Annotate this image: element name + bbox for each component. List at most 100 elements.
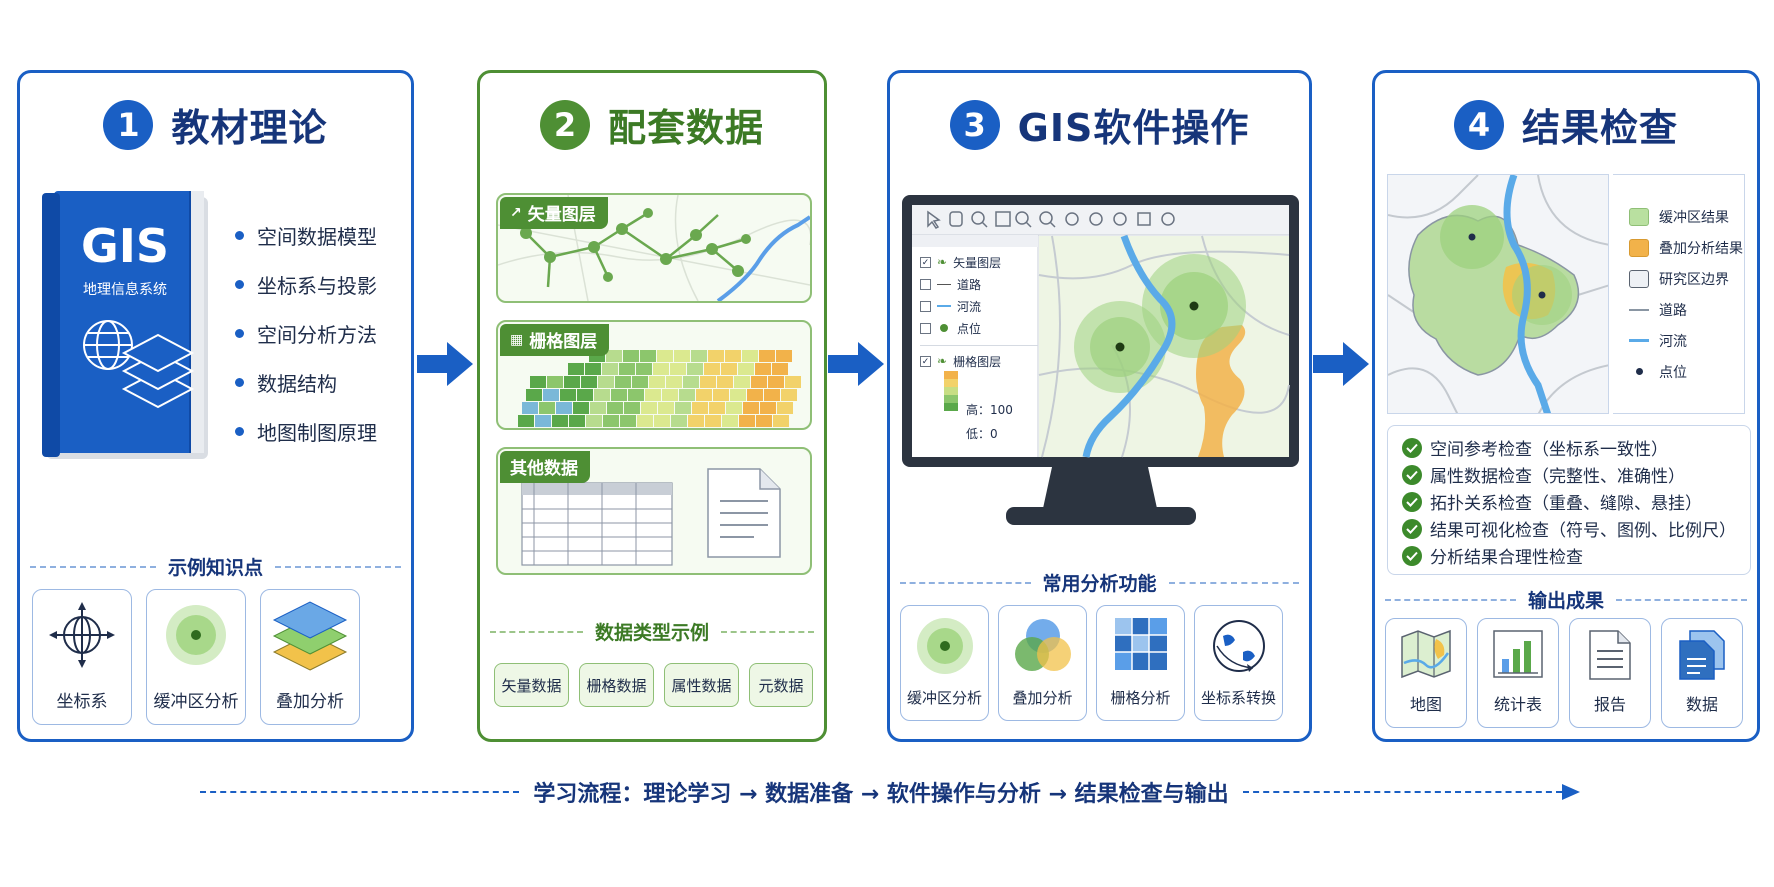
- raster-cell: [543, 389, 559, 401]
- raster-cell: [594, 389, 610, 401]
- raster-cell: [696, 389, 712, 401]
- checkbox[interactable]: [920, 278, 931, 290]
- panel-title-text: 教材理论: [171, 106, 328, 150]
- card-coordinate-transform[interactable]: 坐标系转换: [1194, 605, 1283, 721]
- layer-item-points[interactable]: 点位: [920, 317, 1038, 339]
- point-icon: [940, 324, 948, 332]
- raster-cell: [734, 376, 750, 388]
- grid-icon: [1114, 618, 1167, 670]
- raster-cell: [552, 415, 568, 427]
- vector-icon: ❧: [937, 255, 948, 269]
- chip-raster-data[interactable]: 栅格数据: [579, 663, 654, 707]
- list-item: 空间数据模型: [235, 211, 377, 260]
- raster-cell: [725, 350, 741, 362]
- layer-item-roads[interactable]: 道路: [920, 273, 1038, 295]
- raster-cell: [768, 376, 784, 388]
- raster-cell: [671, 415, 687, 427]
- map-legend: 缓冲区结果 叠加分析结果 研究区边界 道路 河流 点位: [1613, 174, 1745, 414]
- map-icon: [1401, 629, 1451, 679]
- raster-cell: [708, 350, 724, 362]
- section-header: 输出成果: [1385, 586, 1748, 613]
- raster-cell: [649, 376, 665, 388]
- other-data-box: 其他数据: [496, 447, 812, 575]
- raster-cell: [539, 402, 555, 414]
- card-buffer-analysis[interactable]: 缓冲区分析: [146, 589, 246, 725]
- chip-metadata[interactable]: 元数据: [749, 663, 813, 707]
- card-statistics-table[interactable]: 统计表: [1477, 618, 1559, 728]
- chip-vector-data[interactable]: 矢量数据: [494, 663, 569, 707]
- raster-cell: [603, 415, 619, 427]
- arrow-right-icon: [828, 342, 884, 386]
- checkbox[interactable]: [920, 322, 931, 334]
- card-buffer-analysis[interactable]: 缓冲区分析: [900, 605, 989, 721]
- raster-cell: [726, 402, 742, 414]
- raster-cell: [636, 363, 652, 375]
- list-item: 数据结构: [235, 358, 377, 407]
- section-header: 常用分析功能: [900, 569, 1300, 596]
- raster-cell: [704, 363, 720, 375]
- checkbox[interactable]: [920, 300, 931, 312]
- compass-axis-icon: [49, 602, 115, 668]
- raster-cell: [666, 376, 682, 388]
- legend-buffer-result: 缓冲区结果: [1629, 201, 1744, 232]
- raster-cell: [662, 389, 678, 401]
- card-raster-analysis[interactable]: 栅格分析: [1096, 605, 1185, 721]
- raster-cell: [679, 389, 695, 401]
- raster-cell: [568, 363, 584, 375]
- card-data[interactable]: 数据: [1661, 618, 1743, 728]
- raster-cell: [637, 415, 653, 427]
- learning-flow: 学习流程：理论学习 → 数据准备 → 软件操作与分析 → 结果检查与输出: [200, 772, 1581, 812]
- step-number: 3: [949, 99, 1000, 150]
- raster-cell: [615, 376, 631, 388]
- card-overlay-analysis[interactable]: 叠加分析: [998, 605, 1087, 721]
- check-item: 属性数据检查（完整性、准确性）: [1402, 461, 1750, 488]
- raster-cell: [688, 415, 704, 427]
- raster-low-label: 低：0: [966, 427, 998, 441]
- panel-title: 3 GIS软件操作: [890, 97, 1309, 152]
- flow-arrowhead-icon: [1562, 784, 1581, 800]
- legend-point: 点位: [1629, 356, 1744, 387]
- list-item: 坐标系与投影: [235, 260, 377, 309]
- card-map[interactable]: 地图: [1385, 618, 1467, 728]
- panel-supporting-data: 2 配套数据: [477, 70, 827, 742]
- card-overlay-analysis[interactable]: 叠加分析: [260, 589, 360, 725]
- step-number: 4: [1453, 99, 1504, 150]
- card-report[interactable]: 报告: [1569, 618, 1651, 728]
- vector-layer-tag: ↗ 矢量图层: [500, 197, 608, 229]
- raster-cell: [773, 415, 789, 427]
- panel-gis-software: 3 GIS软件操作: [887, 70, 1312, 742]
- panel-title: 1 教材理论: [20, 97, 411, 152]
- raster-cell: [692, 402, 708, 414]
- raster-cell: [620, 415, 636, 427]
- raster-icon: ❧: [937, 354, 948, 368]
- check-circle-icon: [1402, 464, 1422, 485]
- card-coordinate-system[interactable]: 坐标系: [32, 589, 132, 725]
- raster-cell: [756, 415, 772, 427]
- raster-cell: [560, 389, 576, 401]
- layer-item-vector[interactable]: ✓ ❧ 矢量图层: [920, 255, 1002, 270]
- raster-cell: [713, 389, 729, 401]
- analysis-cards: 缓冲区分析 叠加分析 栅格分析: [900, 605, 1283, 721]
- layer-item-raster[interactable]: ✓ ❧ 栅格图层: [920, 354, 1002, 369]
- arrow-right-icon: [417, 342, 473, 386]
- raster-cell: [598, 376, 614, 388]
- layer-stack-icon: [272, 601, 348, 671]
- checkbox-checked[interactable]: ✓: [920, 355, 931, 367]
- result-map: [1387, 174, 1609, 414]
- chip-attribute-data[interactable]: 属性数据: [664, 663, 739, 707]
- check-circle-icon: [1402, 491, 1422, 512]
- vector-icon: ↗: [510, 204, 522, 221]
- checkbox-checked[interactable]: ✓: [920, 256, 931, 268]
- raster-cell: [674, 350, 690, 362]
- toolbar-icons: [927, 210, 1175, 229]
- raster-cell: [760, 402, 776, 414]
- monitor-icon: ✓ ❧ 矢量图层 道路 河流 点位 ✓ ❧: [902, 195, 1299, 540]
- raster-cell: [623, 350, 639, 362]
- layer-item-rivers[interactable]: 河流: [920, 295, 1038, 317]
- panel-title: 4 结果检查: [1375, 97, 1757, 152]
- legend-overlay-result: 叠加分析结果: [1629, 232, 1744, 263]
- raster-cell: [611, 389, 627, 401]
- raster-cell: [577, 389, 593, 401]
- raster-cell: [581, 376, 597, 388]
- road-line-icon: [937, 283, 951, 285]
